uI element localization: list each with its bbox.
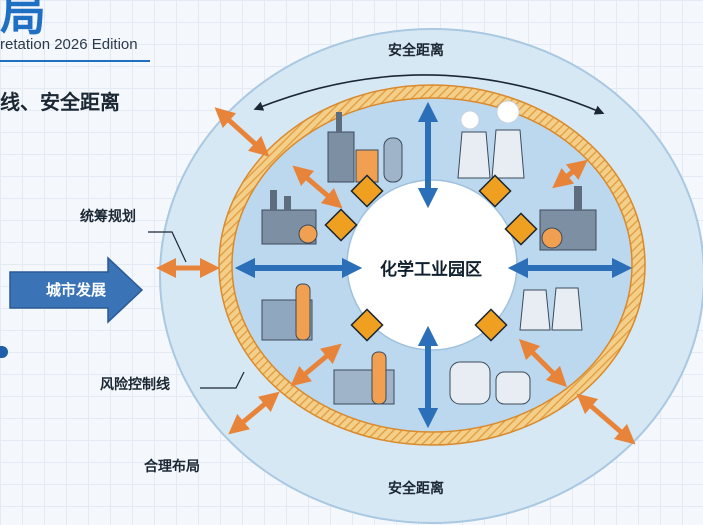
orange-distance-arrows (156, 107, 636, 445)
city-development-label: 城市发展 (45, 281, 106, 299)
chemical-park-label: 化学工业园区 (380, 260, 482, 280)
edition-caption: retation 2026 Edition (0, 36, 138, 53)
risk-line-label: 风险控制线 (100, 377, 170, 393)
risk-line-leader (200, 371, 245, 389)
hazard-signs (324, 174, 538, 342)
coordination-label: 统筹规划 (80, 209, 136, 225)
factory-north-east (457, 100, 525, 179)
coordination-leader (148, 231, 187, 263)
factory-west (261, 190, 318, 245)
page-title-fragment: 局 (0, 0, 48, 41)
factory-east (539, 186, 597, 251)
factory-south-west (261, 283, 395, 405)
layout-label: 合理布局 (144, 459, 200, 475)
outer-bottom-label: 安全距离 (388, 481, 444, 497)
factory-south-east (449, 287, 583, 405)
edition-rule (0, 60, 150, 62)
factory-north-west (327, 112, 403, 183)
bullet-marker (0, 346, 8, 358)
outer-top-label: 安全距离 (388, 43, 444, 59)
section-subtitle: 线、安全距离 (0, 90, 120, 114)
city-development-arrow (9, 256, 144, 324)
top-distance-arrow (253, 74, 605, 115)
